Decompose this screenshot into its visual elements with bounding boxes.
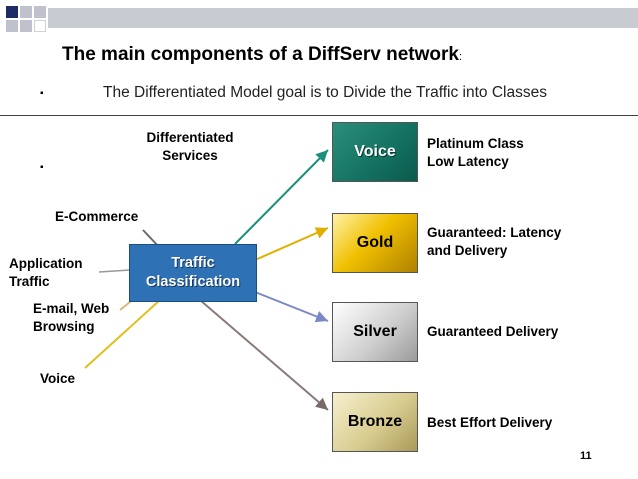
traffic-classification-box: Traffic Classification <box>129 244 257 302</box>
line-application <box>98 269 130 273</box>
divider <box>0 115 638 116</box>
class-desc-gold: Guaranteed: Latency and Delivery <box>427 224 561 260</box>
arrow-to-silver <box>254 291 329 323</box>
line-voice-source <box>84 299 161 369</box>
center-line2: Classification <box>145 274 241 290</box>
source-application-line1: Application <box>9 256 83 271</box>
subtitle: The Differentiated Model goal is to Divi… <box>103 84 547 101</box>
decor-square <box>6 6 18 18</box>
gold-desc-line2: and Delivery <box>427 243 508 258</box>
differentiated-services-label: Differentiated Services <box>134 129 246 165</box>
voice-desc-line2: Low Latency <box>427 154 509 169</box>
decor-square <box>20 6 32 18</box>
class-box-voice: Voice <box>332 122 418 182</box>
decor-square <box>6 20 18 32</box>
class-box-bronze: Bronze <box>332 392 418 452</box>
bronze-desc-line1: Best Effort Delivery <box>427 415 553 430</box>
bullet-1: ▪ <box>40 88 44 99</box>
class-desc-silver: Guaranteed Delivery <box>427 323 558 341</box>
diffserv-line2: Services <box>162 148 218 163</box>
voice-desc-line1: Platinum Class <box>427 136 524 151</box>
center-line1: Traffic <box>171 255 215 271</box>
arrow-to-gold <box>254 227 329 261</box>
source-email-line2: Browsing <box>33 319 95 334</box>
class-desc-bronze: Best Effort Delivery <box>427 414 552 432</box>
diffserv-line1: Differentiated <box>146 130 234 145</box>
source-application-line2: Traffic <box>9 274 50 289</box>
slide-title: The main components of a DiffServ networ… <box>62 44 462 66</box>
silver-desc-line1: Guaranteed Delivery <box>427 324 559 339</box>
gold-desc-line1: Guaranteed: Latency <box>427 225 562 240</box>
source-ecommerce: E-Commerce <box>55 209 139 224</box>
class-desc-voice: Platinum Class Low Latency <box>427 135 524 171</box>
decor-square <box>34 20 46 32</box>
arrow-to-bronze <box>199 299 329 411</box>
source-email-web: E-mail, Web Browsing <box>33 300 109 336</box>
page-number: 11 <box>580 450 592 462</box>
source-application: Application Traffic <box>9 255 83 291</box>
slide-title-text: The main components of a DiffServ networ… <box>62 44 459 65</box>
arrow-to-voice <box>234 149 329 245</box>
source-voice: Voice <box>40 371 76 386</box>
slide-title-colon: : <box>458 51 463 63</box>
source-email-line1: E-mail, Web <box>33 301 110 316</box>
header-bar <box>48 8 638 28</box>
bullet-2: ▪ <box>40 162 44 173</box>
decor-square <box>34 6 46 18</box>
decor-square <box>20 20 32 32</box>
class-box-gold: Gold <box>332 213 418 273</box>
header-decoration <box>0 0 638 34</box>
class-box-silver: Silver <box>332 302 418 362</box>
